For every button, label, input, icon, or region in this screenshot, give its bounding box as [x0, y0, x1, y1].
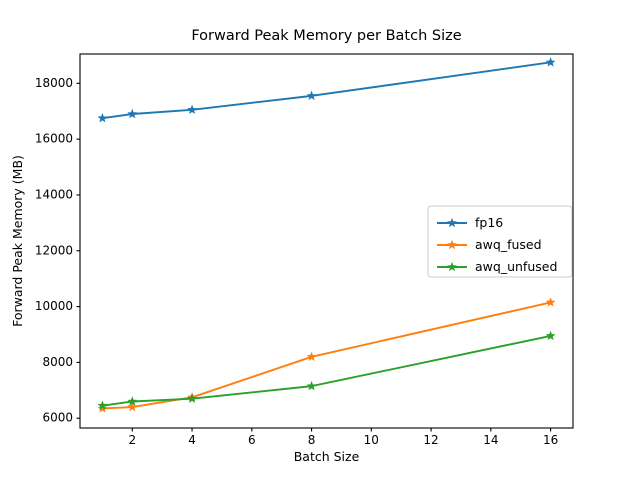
legend-marker-icon: [447, 239, 457, 250]
x-tick-label: 4: [188, 433, 196, 447]
series-line: [101, 334, 552, 407]
y-tick-label: 12000: [35, 243, 73, 257]
legend-label: awq_fused: [475, 237, 542, 252]
y-tick-label: 10000: [35, 299, 73, 313]
x-tick-label: 14: [483, 433, 498, 447]
x-tick-label: 12: [423, 433, 438, 447]
data-point-marker: [545, 57, 556, 67]
legend-item-awq_unfused: awq_unfused: [437, 259, 557, 274]
series-fp16: [97, 57, 556, 123]
data-point-marker: [127, 108, 138, 119]
legend-marker-icon: [447, 217, 457, 228]
y-tick-label: 16000: [35, 132, 73, 146]
legend-item-fp16: fp16: [437, 215, 503, 230]
x-tick-label: 8: [308, 433, 316, 447]
data-point-marker: [187, 393, 197, 403]
x-axis-title: Batch Size: [294, 449, 360, 464]
data-point-marker: [545, 297, 556, 307]
series-line: [101, 301, 552, 410]
chart-title: Forward Peak Memory per Batch Size: [191, 28, 461, 44]
plot-frame: [79, 53, 574, 429]
legend-marker-icon: [447, 261, 457, 272]
data-point-marker: [187, 104, 197, 115]
x-tick-label: 2: [128, 433, 136, 447]
y-tick-label: 6000: [42, 411, 73, 425]
y-tick-label: 8000: [42, 355, 73, 369]
data-point-marker: [545, 330, 556, 341]
series-awq_unfused: [97, 330, 556, 410]
legend-item-awq_fused: awq_fused: [437, 237, 542, 252]
series-awq_fused: [97, 297, 556, 413]
y-axis-title: Forward Peak Memory (MB): [10, 155, 25, 327]
data-point-marker: [97, 403, 108, 413]
data-point-marker: [127, 401, 138, 412]
legend-label: awq_unfused: [475, 259, 557, 274]
series-line: [101, 61, 552, 120]
x-tick-label: 6: [248, 433, 256, 447]
data-point-marker: [97, 112, 108, 123]
data-point-marker: [306, 90, 317, 101]
y-tick-label: 14000: [35, 187, 73, 201]
legend-label: fp16: [475, 215, 503, 230]
data-point-marker: [127, 396, 138, 406]
data-point-marker: [306, 380, 317, 391]
data-point-marker: [97, 400, 108, 410]
x-tick-label: 16: [543, 433, 558, 447]
chart-legend: fp16 awq_fused awq_unfused: [427, 205, 573, 278]
x-tick-label: 10: [364, 433, 379, 447]
y-tick-label: 18000: [35, 76, 73, 90]
data-point-marker: [306, 351, 317, 362]
